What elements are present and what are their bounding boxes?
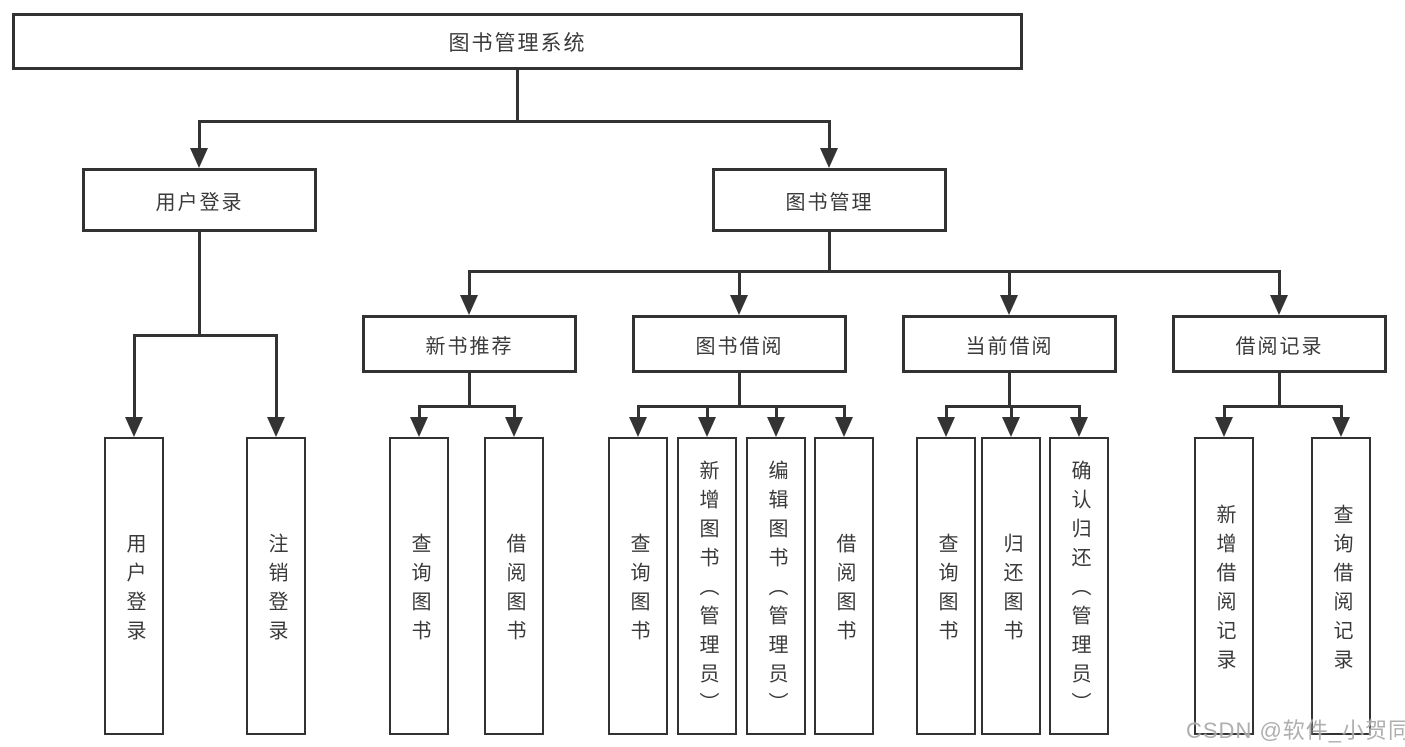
leaf-query-books-current: 查询图书 bbox=[916, 437, 976, 735]
node-new-book-recommendation: 新书推荐 bbox=[362, 315, 577, 373]
connector-line-vertical bbox=[197, 232, 201, 337]
connector-arrow-stem bbox=[197, 120, 201, 150]
arrowhead-down-icon bbox=[410, 417, 428, 437]
leaf-edit-books-admin: 编辑图书（管理员） bbox=[746, 437, 806, 735]
connector-line-horizontal bbox=[636, 405, 846, 408]
leaf-query-books-recommend: 查询图书 bbox=[389, 437, 449, 735]
connector-arrow-stem bbox=[774, 405, 778, 419]
connector-line-vertical bbox=[1007, 373, 1011, 408]
connector-arrow-stem bbox=[705, 405, 709, 419]
leaf-add-borrow-record: 新增借阅记录 bbox=[1194, 437, 1254, 735]
connector-line-vertical bbox=[737, 373, 741, 408]
arrowhead-down-icon bbox=[1215, 417, 1233, 437]
connector-arrow-stem bbox=[944, 405, 948, 419]
leaf-user-login: 用户登录 bbox=[104, 437, 164, 735]
arrowhead-down-icon bbox=[937, 417, 955, 437]
arrowhead-down-icon bbox=[1000, 295, 1018, 315]
arrowhead-down-icon bbox=[267, 417, 285, 437]
arrowhead-down-icon bbox=[820, 148, 838, 168]
arrowhead-down-icon bbox=[125, 417, 143, 437]
leaf-label: 注销登录 bbox=[265, 532, 287, 649]
arrowhead-down-icon bbox=[460, 295, 478, 315]
leaf-query-books-borrowing: 查询图书 bbox=[608, 437, 668, 735]
leaf-logout: 注销登录 bbox=[246, 437, 306, 735]
node-book-borrowing: 图书借阅 bbox=[632, 315, 847, 373]
arrowhead-down-icon bbox=[730, 295, 748, 315]
arrowhead-down-icon bbox=[835, 417, 853, 437]
arrowhead-down-icon bbox=[629, 417, 647, 437]
connector-arrow-stem bbox=[1077, 405, 1081, 419]
connector-line-horizontal bbox=[417, 405, 516, 408]
connector-arrow-stem bbox=[827, 120, 831, 150]
connector-arrow-stem bbox=[132, 334, 136, 419]
leaf-label: 查询图书 bbox=[935, 532, 957, 649]
leaf-label: 新增借阅记录 bbox=[1213, 503, 1235, 678]
connector-arrow-stem bbox=[274, 334, 278, 419]
leaf-label: 编辑图书（管理员） bbox=[765, 460, 787, 721]
node-borrowing-records: 借阅记录 bbox=[1172, 315, 1387, 373]
arrowhead-down-icon bbox=[190, 148, 208, 168]
connector-arrow-stem bbox=[1222, 405, 1226, 419]
node-user-login-module: 用户登录 bbox=[82, 168, 317, 232]
node-current-borrowing: 当前借阅 bbox=[902, 315, 1117, 373]
arrowhead-down-icon bbox=[1270, 295, 1288, 315]
leaf-label: 用户登录 bbox=[123, 532, 145, 649]
connector-arrow-stem bbox=[1339, 405, 1343, 419]
arrowhead-down-icon bbox=[1002, 417, 1020, 437]
connector-line-horizontal bbox=[467, 270, 1281, 273]
arrowhead-down-icon bbox=[698, 417, 716, 437]
leaf-label: 查询借阅记录 bbox=[1330, 503, 1352, 678]
connector-arrow-stem bbox=[467, 270, 471, 297]
connector-line-horizontal bbox=[944, 405, 1081, 408]
connector-arrow-stem bbox=[417, 405, 421, 419]
leaf-borrow-books-borrowing: 借阅图书 bbox=[814, 437, 874, 735]
leaf-label: 借阅图书 bbox=[503, 532, 525, 649]
connector-arrow-stem bbox=[512, 405, 516, 419]
leaf-label: 查询图书 bbox=[408, 532, 430, 649]
leaf-confirm-return-admin: 确认归还（管理员） bbox=[1049, 437, 1109, 735]
leaf-return-books: 归还图书 bbox=[981, 437, 1041, 735]
arrowhead-down-icon bbox=[1332, 417, 1350, 437]
connector-line-horizontal bbox=[132, 334, 278, 337]
connector-line-vertical bbox=[515, 70, 519, 123]
leaf-label: 新增图书（管理员） bbox=[696, 460, 718, 721]
arrowhead-down-icon bbox=[767, 417, 785, 437]
leaf-add-books-admin: 新增图书（管理员） bbox=[677, 437, 737, 735]
connector-line-horizontal bbox=[1222, 405, 1343, 408]
connector-arrow-stem bbox=[737, 270, 741, 297]
leaf-query-borrow-record: 查询借阅记录 bbox=[1311, 437, 1371, 735]
connector-arrow-stem bbox=[842, 405, 846, 419]
connector-line-horizontal bbox=[197, 120, 831, 123]
connector-arrow-stem bbox=[636, 405, 640, 419]
connector-line-vertical bbox=[1277, 373, 1281, 408]
csdn-watermark: CSDN @软件_小贺同学 bbox=[1186, 718, 1405, 743]
connector-arrow-stem bbox=[1007, 270, 1011, 297]
leaf-label: 归还图书 bbox=[1000, 532, 1022, 649]
node-book-management-module: 图书管理 bbox=[712, 168, 947, 232]
arrowhead-down-icon bbox=[505, 417, 523, 437]
leaf-label: 确认归还（管理员） bbox=[1068, 460, 1090, 721]
connector-line-vertical bbox=[467, 373, 471, 408]
connector-line-vertical bbox=[827, 232, 831, 273]
connector-arrow-stem bbox=[1009, 405, 1013, 419]
connector-arrow-stem bbox=[1277, 270, 1281, 297]
leaf-label: 借阅图书 bbox=[833, 532, 855, 649]
leaf-borrow-books-recommend: 借阅图书 bbox=[484, 437, 544, 735]
node-library-management-system: 图书管理系统 bbox=[12, 13, 1023, 70]
arrowhead-down-icon bbox=[1070, 417, 1088, 437]
leaf-label: 查询图书 bbox=[627, 532, 649, 649]
